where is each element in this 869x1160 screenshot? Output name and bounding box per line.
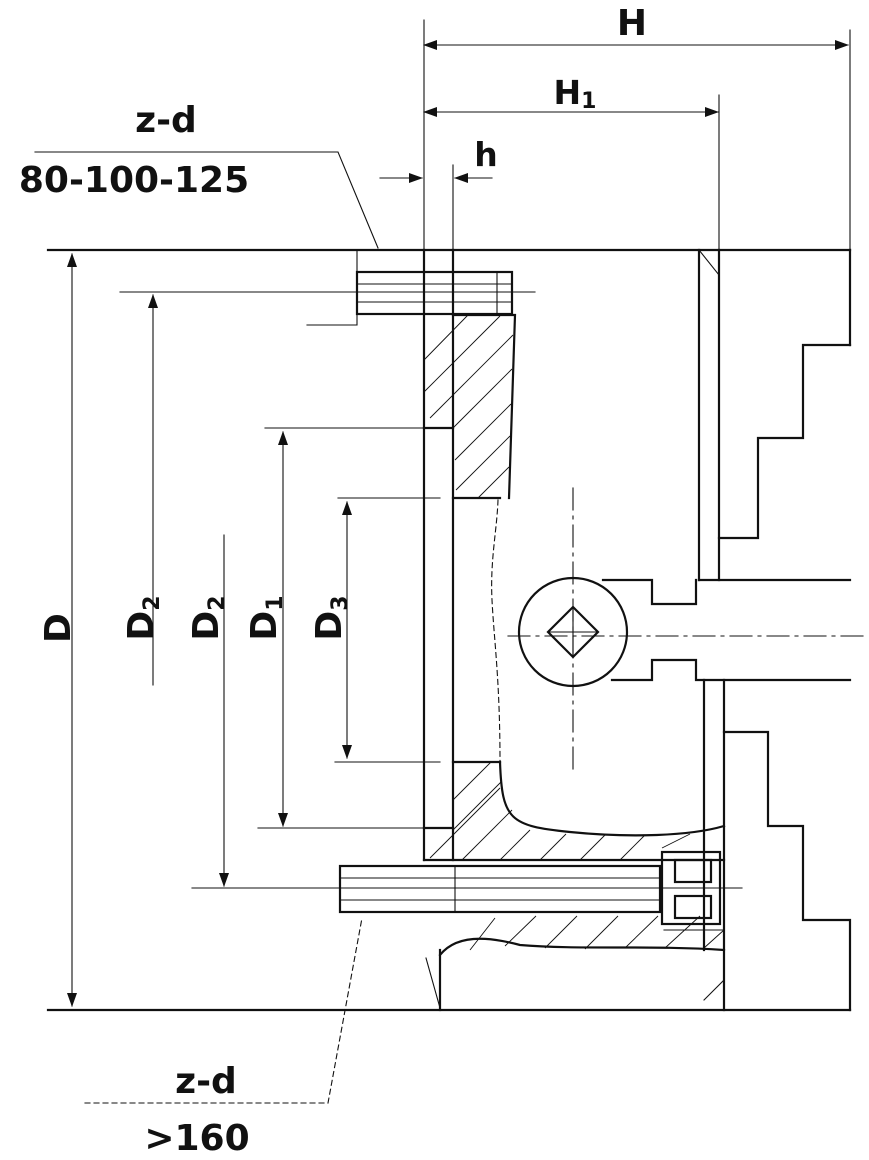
label-H1: H1 — [554, 73, 597, 114]
label-h: h — [474, 135, 498, 174]
label-H: H — [617, 3, 647, 44]
chuck-body-outline — [46, 19, 852, 1012]
label-D3: D3 — [309, 595, 353, 640]
hatched-section-upper — [423, 314, 514, 499]
label-D: D — [38, 613, 79, 643]
bottom-bolt — [191, 850, 743, 931]
top-bolt — [119, 249, 536, 326]
top-note-title: z-d — [135, 100, 197, 141]
spindle-key — [507, 487, 869, 776]
bottom-note-value: >160 — [144, 1118, 249, 1159]
hatched-section-lower — [429, 761, 725, 951]
label-D2-inner: D2 — [186, 595, 230, 640]
label-D2-outer: D2 — [121, 595, 165, 640]
bottom-note-title: z-d — [175, 1061, 237, 1102]
dimension-lines — [34, 40, 849, 1104]
label-D1: D1 — [244, 595, 288, 640]
top-note-value: 80-100-125 — [19, 160, 249, 201]
